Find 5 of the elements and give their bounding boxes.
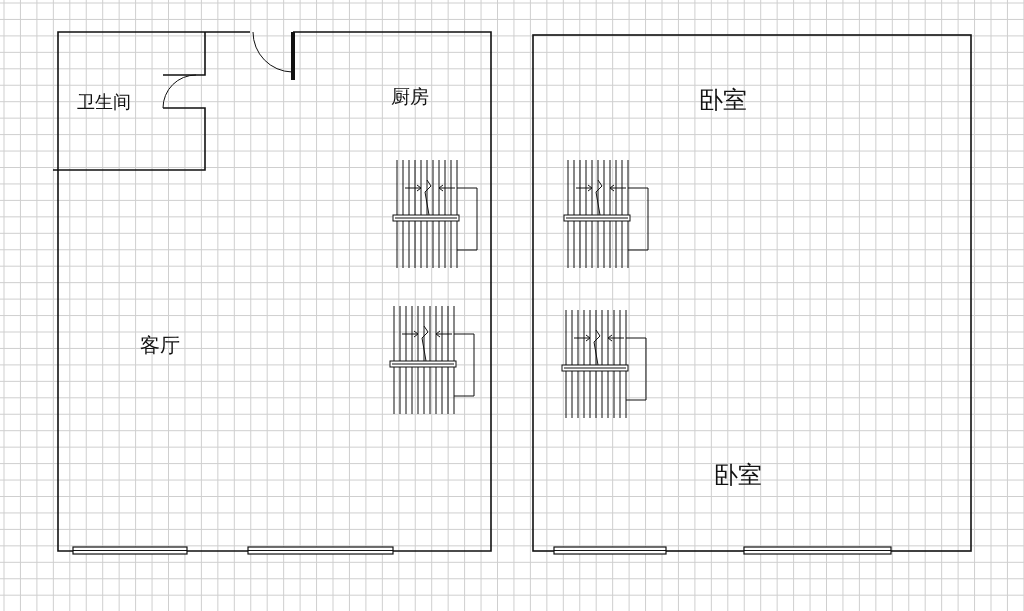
room-label: 卧室 bbox=[714, 463, 762, 487]
room-label: 厨房 bbox=[391, 87, 429, 106]
room-label: 卫生间 bbox=[77, 93, 131, 111]
room-label: 客厅 bbox=[140, 335, 180, 355]
room-label: 卧室 bbox=[699, 88, 747, 112]
